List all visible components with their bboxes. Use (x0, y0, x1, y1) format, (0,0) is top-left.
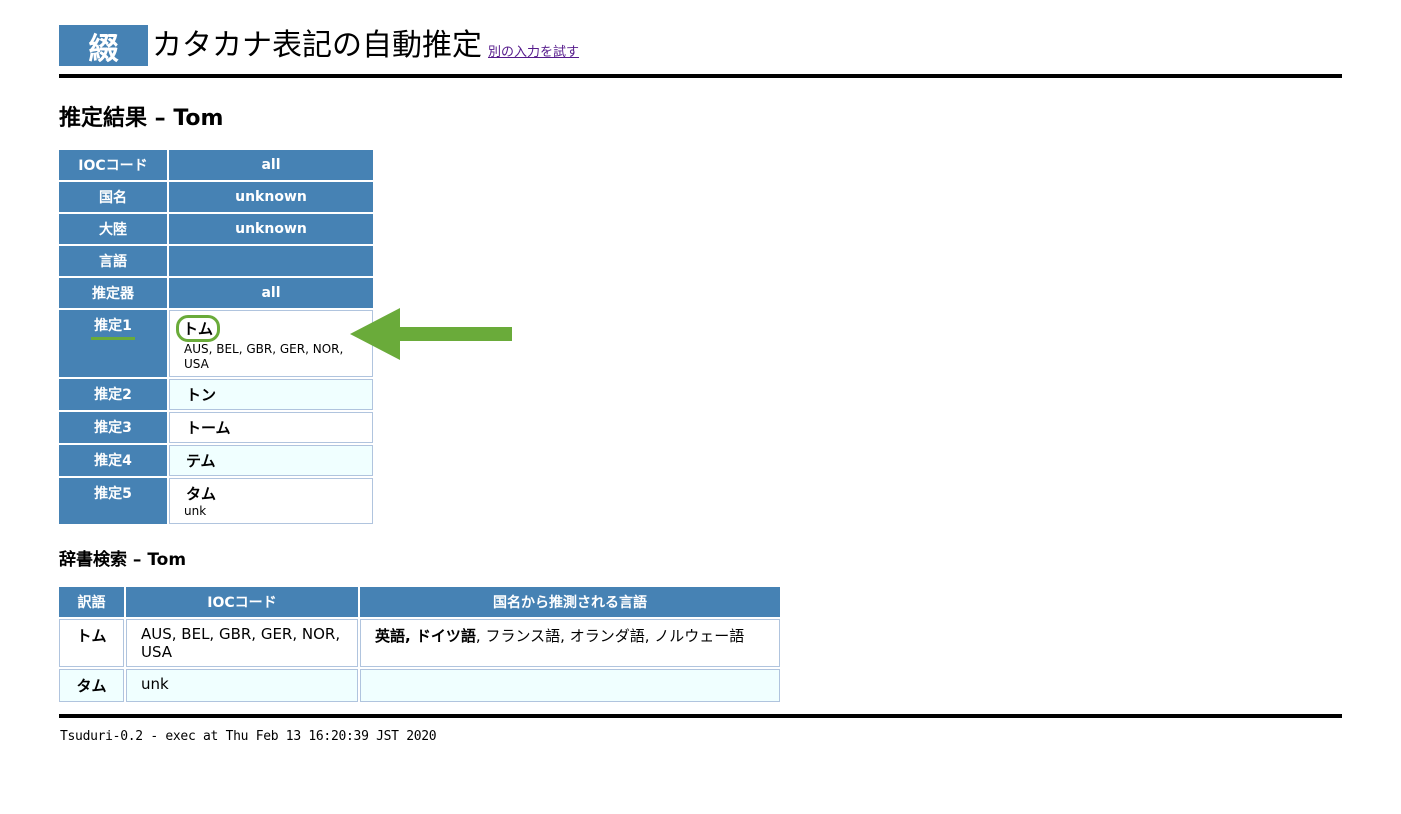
app-logo: 綴 (59, 25, 148, 67)
candidate-cell: タム unk (169, 478, 373, 524)
table-row: トム AUS, BEL, GBR, GER, NOR, USA 英語, ドイツ語… (59, 619, 780, 667)
info-row: 大陸 unknown (59, 214, 373, 244)
candidate-row: 推定3 トーム (59, 412, 373, 443)
dictionary-heading: 辞書検索 – Tom (59, 550, 187, 570)
candidate-label: 推定4 (59, 445, 167, 476)
column-header: 訳語 (59, 587, 124, 617)
codes-cell: AUS, BEL, GBR, GER, NOR, USA (126, 619, 358, 667)
info-value: all (169, 278, 373, 308)
candidate-row: 推定2 トン (59, 379, 373, 410)
table-row: タム unk (59, 669, 780, 702)
other-languages: , フランス語, オランダ語, ノルウェー語 (475, 627, 745, 645)
info-value (169, 246, 373, 276)
word-cell: タム (59, 669, 124, 702)
candidate-main: トン (186, 386, 217, 404)
primary-languages: 英語, ドイツ語 (375, 627, 476, 645)
info-value: unknown (169, 214, 373, 244)
info-row: 国名 unknown (59, 182, 373, 212)
candidate-cell: テム (169, 445, 373, 476)
header-divider (59, 74, 1342, 78)
languages-cell: 英語, ドイツ語, フランス語, オランダ語, ノルウェー語 (360, 619, 780, 667)
candidate-codes: unk (184, 504, 207, 518)
result-heading: 推定結果 – Tom (59, 106, 224, 131)
info-label: 大陸 (59, 214, 167, 244)
languages-cell (360, 669, 780, 702)
info-row: 言語 (59, 246, 373, 276)
column-header: IOCコード (126, 587, 358, 617)
column-header: 国名から推測される言語 (360, 587, 780, 617)
info-label: IOCコード (59, 150, 167, 180)
candidate-cell: トム AUS, BEL, GBR, GER, NOR, USA (169, 310, 373, 377)
page-title: カタカナ表記の自動推定 (152, 28, 482, 63)
candidate-cell: トーム (169, 412, 373, 443)
candidate-label: 推定1 (59, 310, 167, 377)
candidate-row: 推定1 トム AUS, BEL, GBR, GER, NOR, USA (59, 310, 373, 377)
info-label: 推定器 (59, 278, 167, 308)
candidate-row: 推定5 タム unk (59, 478, 373, 524)
info-value: unknown (169, 182, 373, 212)
estimation-table: IOCコード all 国名 unknown 大陸 unknown 言語 推定器 … (57, 148, 375, 526)
codes-cell: unk (126, 669, 358, 702)
candidate-label: 推定3 (59, 412, 167, 443)
candidate-main: トーム (186, 419, 231, 437)
dictionary-table: 訳語 IOCコード 国名から推測される言語 トム AUS, BEL, GBR, … (57, 585, 782, 704)
page-header: 綴 カタカナ表記の自動推定 別の入力を試す (59, 24, 580, 67)
candidate-main: タム (186, 485, 217, 503)
try-another-input-link[interactable]: 別の入力を試す (488, 45, 580, 60)
candidate-label: 推定5 (59, 478, 167, 524)
info-label: 言語 (59, 246, 167, 276)
highlight-underline (91, 337, 135, 340)
info-value: all (169, 150, 373, 180)
footer-divider (59, 714, 1342, 718)
candidate-label: 推定2 (59, 379, 167, 410)
candidate-main: テム (186, 452, 216, 470)
word-cell: トム (59, 619, 124, 667)
footer-text: Tsuduri-0.2 - exec at Thu Feb 13 16:20:3… (60, 729, 437, 744)
candidate-cell: トン (169, 379, 373, 410)
info-label: 国名 (59, 182, 167, 212)
candidate-label-text: 推定1 (94, 318, 132, 334)
green-arrow-annotation (350, 308, 512, 360)
candidate-row: 推定4 テム (59, 445, 373, 476)
candidate-main: トム (176, 315, 221, 342)
arrow-left-icon (350, 308, 512, 360)
info-row: IOCコード all (59, 150, 373, 180)
candidate-codes: AUS, BEL, GBR, GER, NOR, USA (184, 342, 344, 371)
info-row: 推定器 all (59, 278, 373, 308)
table-header-row: 訳語 IOCコード 国名から推測される言語 (59, 587, 780, 617)
